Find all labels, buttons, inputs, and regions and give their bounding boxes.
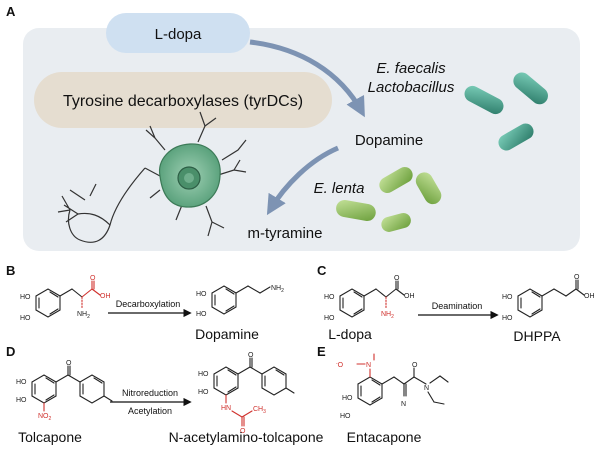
enzyme-box <box>34 72 332 128</box>
amide-nitrogen-label: N <box>424 385 429 392</box>
hydroxyl-label: OH <box>584 293 595 300</box>
bacteria-label-efaecalis: E. faecalis <box>376 60 446 77</box>
carbonyl-oxygen-label: O <box>90 275 96 282</box>
panel-e: E N -O N O N HO HO <box>317 344 449 445</box>
hydroxyl-label: HO <box>342 395 353 402</box>
bacteria-label-lactobacillus: Lactobacillus <box>368 79 455 96</box>
rod-bacteria-icon <box>464 72 548 151</box>
panel-letter-c: C <box>317 263 327 278</box>
dopamine-structure: NH2 HO HO <box>196 285 284 318</box>
hydroxyl-label: OH <box>404 293 415 300</box>
hydroxyl-label: HO <box>196 311 207 318</box>
entacapone-label: Entacapone <box>347 429 422 445</box>
nitro-label: NO2 <box>38 413 52 422</box>
hydroxyl-label: HO <box>20 294 31 301</box>
hydroxyl-label: HO <box>196 291 207 298</box>
ldopa-to-dopamine-arrow <box>249 39 365 118</box>
hydroxyl-label: HO <box>502 294 513 301</box>
hydroxyl-label: HO <box>16 379 27 386</box>
ldopa-structure: O OH NH2 HO HO <box>20 275 111 322</box>
hydroxyl-label: HO <box>20 315 31 322</box>
hydroxyl-label: HO <box>16 397 27 404</box>
carbonyl-oxygen-label: O <box>248 352 254 359</box>
nitroreduction-label: Nitroreduction <box>122 388 178 398</box>
hydroxyl-label: HO <box>340 413 351 420</box>
methyl-label: CH3 <box>253 406 266 415</box>
amide-nh-label: HN <box>221 405 231 412</box>
amide-oxygen-label: O <box>240 428 246 435</box>
rod-bacteria-icon <box>336 167 442 232</box>
nitro-oxygen-label: -O <box>336 361 344 369</box>
panel-d: D O NO2 HO HO Tolcapone Nitroreduction A… <box>6 344 324 445</box>
acetylation-label: Acetylation <box>128 406 172 416</box>
hydroxyl-label: OH <box>100 293 111 300</box>
ldopa-box <box>106 13 250 53</box>
dopamine-to-mtyramine-arrow <box>266 145 339 216</box>
hydroxyl-label: HO <box>324 315 335 322</box>
acetylamino-tolcapone-label: N-acetylamino-tolcapone <box>169 429 324 445</box>
amine-label: NH2 <box>77 311 90 320</box>
amine-label: NH2 <box>271 285 284 294</box>
tolcapone-label: Tolcapone <box>18 429 82 445</box>
decarboxylation-label: Decarboxylation <box>116 299 181 309</box>
hydroxyl-label: HO <box>198 371 209 378</box>
panel-c: C O OH NH2 HO HO L-dopa Deamination <box>317 263 595 344</box>
amine-label: NH2 <box>381 311 394 320</box>
hydroxyl-label: HO <box>198 389 209 396</box>
dopamine-label: Dopamine <box>355 132 423 149</box>
panel-b: B O OH NH2 HO HO Decarboxylation <box>6 263 284 342</box>
carbonyl-oxygen-label: O <box>412 362 418 369</box>
entacapone-structure: N -O N O N HO HO <box>336 353 449 420</box>
nitrile-label: N <box>401 401 406 408</box>
panel-a-background <box>23 28 580 251</box>
dhppa-label: DHPPA <box>513 328 561 344</box>
ldopa-label: L-dopa <box>155 26 202 43</box>
panel-letter-a: A <box>6 4 16 19</box>
bacteria-label-elenta: E. lenta <box>314 180 365 197</box>
neuron-icon <box>57 111 247 243</box>
ldopa-substrate-label: L-dopa <box>328 326 372 342</box>
hydroxyl-label: HO <box>502 315 513 322</box>
ldopa-structure: O OH NH2 HO HO <box>324 275 415 322</box>
acetylamino-tolcapone-structure: O HN O CH3 HO HO <box>198 352 295 435</box>
dopamine-product-label: Dopamine <box>195 326 259 342</box>
enzyme-label: Tyrosine decarboxylases (tyrDCs) <box>63 93 303 110</box>
panel-a: A L-dopa Tyrosine decarboxylases (tyrDCs… <box>6 4 580 251</box>
deamination-label: Deamination <box>432 301 483 311</box>
carbonyl-oxygen-label: O <box>394 275 400 282</box>
mtyramine-label: m-tyramine <box>247 225 322 242</box>
tolcapone-structure: O NO2 HO HO <box>16 360 113 422</box>
hydroxyl-label: HO <box>324 294 335 301</box>
carbonyl-oxygen-label: O <box>66 360 72 367</box>
carbonyl-oxygen-label: O <box>574 274 580 281</box>
dhppa-structure: O OH HO HO <box>502 274 595 322</box>
panel-letter-e: E <box>317 344 326 359</box>
panel-letter-b: B <box>6 263 15 278</box>
panel-letter-d: D <box>6 344 15 359</box>
nitro-nitrogen-label: N <box>366 362 371 369</box>
